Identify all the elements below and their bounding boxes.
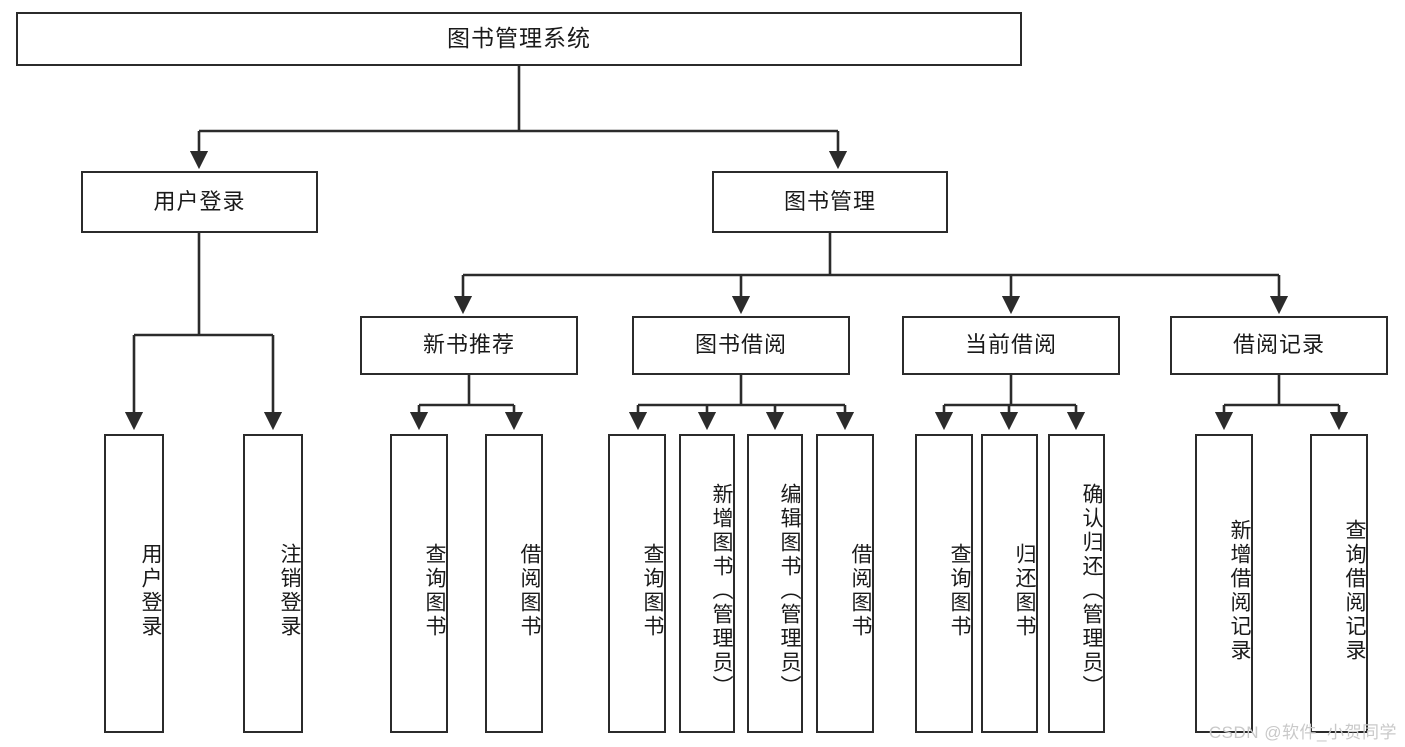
node-current-borrow[interactable]: 当前借阅 (902, 316, 1120, 375)
leaf-confirm-return[interactable]: 确认归还（管理员） (1048, 434, 1105, 733)
node-label: 图书借阅 (694, 332, 787, 358)
node-label: 用户登录 (139, 542, 162, 639)
node-label: 当前借阅 (964, 332, 1057, 358)
node-label: 注销登录 (278, 542, 301, 639)
node-book-manage[interactable]: 图书管理 (712, 171, 948, 233)
node-root-book-management-system[interactable]: 图书管理系统 (16, 12, 1022, 66)
leaf-return-book[interactable]: 归还图书 (981, 434, 1038, 733)
leaf-query-book-2[interactable]: 查询图书 (608, 434, 666, 733)
node-label: 借阅记录 (1232, 332, 1325, 358)
node-label: 借阅图书 (518, 542, 541, 639)
node-label: 图书管理系统 (447, 25, 591, 52)
leaf-borrow-book-2[interactable]: 借阅图书 (816, 434, 874, 733)
node-label: 图书管理 (783, 188, 876, 214)
leaf-add-record[interactable]: 新增借阅记录 (1195, 434, 1253, 733)
node-label: 新书推荐 (422, 332, 515, 358)
node-label: 确认归还（管理员） (1080, 482, 1103, 699)
node-label: 查询图书 (948, 542, 971, 639)
leaf-add-book[interactable]: 新增图书（管理员） (679, 434, 735, 733)
node-borrow-record[interactable]: 借阅记录 (1170, 316, 1388, 375)
leaf-borrow-book-1[interactable]: 借阅图书 (485, 434, 543, 733)
leaf-query-book-3[interactable]: 查询图书 (915, 434, 973, 733)
node-user-login[interactable]: 用户登录 (81, 171, 318, 233)
leaf-user-login[interactable]: 用户登录 (104, 434, 164, 733)
leaf-query-book-1[interactable]: 查询图书 (390, 434, 448, 733)
node-label: 查询图书 (641, 542, 664, 639)
node-label: 查询图书 (423, 542, 446, 639)
node-new-book-recommend[interactable]: 新书推荐 (360, 316, 578, 375)
leaf-edit-book[interactable]: 编辑图书（管理员） (747, 434, 803, 733)
node-label: 新增图书（管理员） (710, 482, 733, 699)
node-label: 用户登录 (153, 188, 246, 214)
leaf-logout[interactable]: 注销登录 (243, 434, 303, 733)
node-label: 借阅图书 (849, 542, 872, 639)
node-label: 归还图书 (1013, 542, 1036, 639)
leaf-query-record[interactable]: 查询借阅记录 (1310, 434, 1368, 733)
node-book-borrow[interactable]: 图书借阅 (632, 316, 850, 375)
node-label: 编辑图书（管理员） (778, 482, 801, 699)
node-label: 查询借阅记录 (1343, 518, 1366, 663)
csdn-watermark: CSDN @软件_小贺同学 (1208, 723, 1397, 742)
node-label: 新增借阅记录 (1228, 518, 1251, 663)
